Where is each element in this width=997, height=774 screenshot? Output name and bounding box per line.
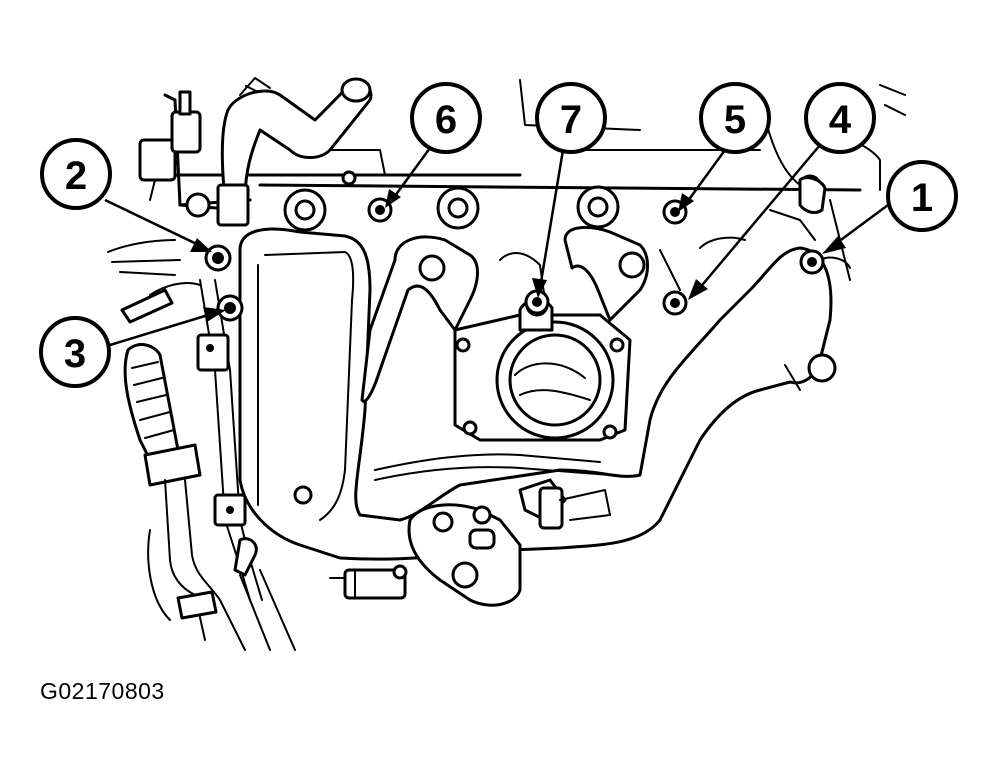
figure-id-label: G02170803	[40, 678, 165, 704]
left-side-hoses	[107, 239, 296, 651]
callout-4: 4	[804, 82, 876, 154]
throttle-body	[453, 293, 632, 442]
callout-1: 1	[886, 160, 958, 232]
callout-label: 4	[829, 98, 852, 142]
callout-label: 6	[435, 98, 457, 142]
runner-flange-row	[185, 174, 822, 232]
fastener-4	[662, 290, 688, 316]
callout-2: 2	[40, 138, 112, 210]
callout-label: 7	[560, 98, 582, 142]
callout-6: 6	[410, 82, 482, 154]
leader-lines	[104, 144, 889, 347]
callout-label: 1	[911, 176, 933, 220]
callout-3: 3	[39, 316, 111, 388]
fastener-1	[799, 249, 825, 275]
callout-5: 5	[699, 82, 771, 154]
right-side-hoses	[769, 176, 851, 281]
callout-label: 5	[724, 98, 746, 142]
callout-label: 2	[65, 154, 87, 198]
callout-7: 7	[535, 82, 607, 154]
lower-assembly	[293, 453, 611, 607]
fastener-3	[216, 294, 244, 322]
sensor-connector	[138, 90, 250, 227]
fastener-2	[204, 244, 232, 272]
callout-label: 3	[64, 332, 86, 376]
